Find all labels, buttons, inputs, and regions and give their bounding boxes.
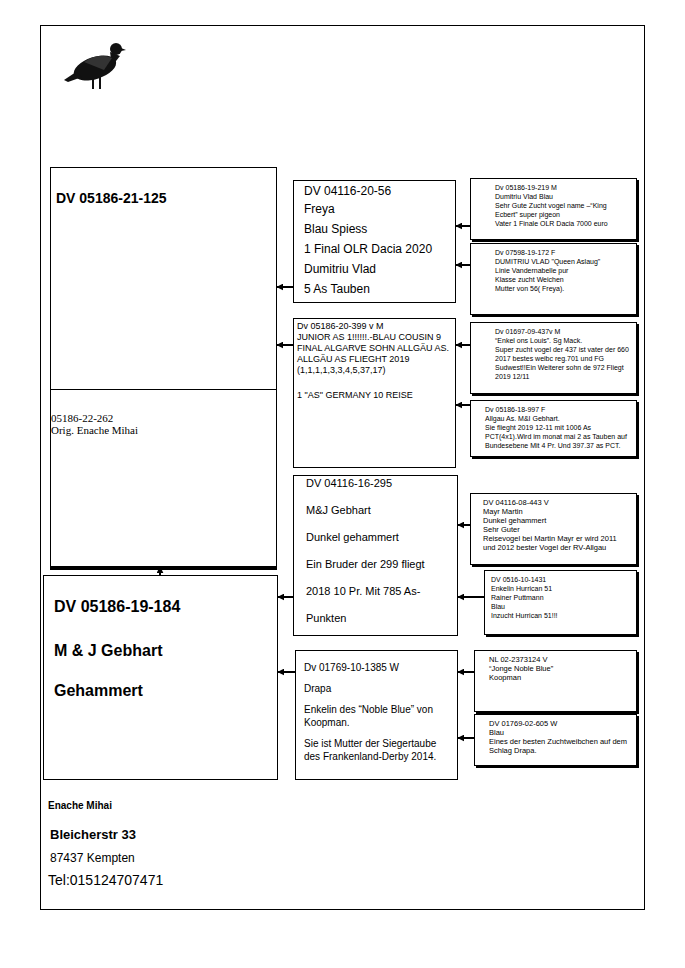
pedigree-text: Drapa (304, 682, 449, 695)
pigeon-icon (64, 43, 126, 89)
address-text: Enache Mihai (48, 800, 112, 811)
ancestor-box: NL 02-2373124 V“Jonge Noble Blue”Koopman (474, 650, 637, 712)
pedigree-text: Sehr Guter (483, 525, 630, 534)
ring-number: Dv 01769-10-1385 W (304, 661, 449, 674)
pedigree-text: M & J Gebhart (54, 642, 267, 660)
pedigree-text: 1 "AS" GERMANY 10 REISE (297, 390, 452, 401)
lineage-arrow (456, 404, 470, 406)
pedigree-text: Koopman (489, 673, 630, 682)
pedigree-text: Inzucht Hurrican 51!!! (491, 611, 630, 620)
ring-number: Dv 07598-19-172 F (495, 248, 630, 257)
pedigree-text: Blau (489, 728, 630, 737)
pedigree-text: Allgau As. M&I Gebhart. (485, 414, 630, 423)
ring-number: DV 0516-10-1431 (491, 575, 630, 584)
pedigree-text: Enkelin Hurrican 51 (491, 584, 630, 593)
pedigree-text: M&J Gebhart (306, 503, 445, 518)
ancestor-box: Dv 01697-09-437v M“Enkel ons Louis”. Sg … (470, 322, 637, 394)
lineage-arrow (456, 225, 470, 227)
pedigree-text: Enkelin des “Noble Blue” von Koopman. (304, 703, 449, 729)
lineage-arrow (278, 596, 293, 598)
pedigree-text: Mayr Martin (483, 507, 630, 516)
pedigree-text: Mutter von 56( Freya). (495, 284, 630, 293)
ring-number: DV 04116-16-295 (306, 476, 445, 491)
ring-number: Dv 05186-20-399 v M (297, 321, 452, 332)
pedigree-text: Dumitriu Vlad (304, 259, 445, 279)
pedigree-text: 5 As Tauben (304, 279, 445, 299)
pedigree-text: 1 Final OLR Dacia 2020 (304, 239, 445, 259)
pedigree-text: Vater 1 Finale OLR Dacia 7000 euro (495, 219, 630, 228)
pedigree-text: “Jonge Noble Blue” (489, 664, 630, 673)
address-text: Bleicherstr 33 (50, 827, 136, 842)
pedigree-text: Gehammert (54, 682, 267, 700)
address-text: Tel:015124707471 (48, 872, 163, 888)
ring-number: DV 01769-02-605 W (489, 719, 630, 728)
ancestor-box: DV 01769-02-605 WBlauEines der besten Zu… (474, 714, 637, 766)
lineage-arrow (277, 344, 293, 346)
pedigree-box: DV 04116-16-295M&J GebhartDunkel gehamme… (293, 475, 458, 636)
lineage-arrow (456, 264, 470, 266)
ancestor-box: DV 0516-10-1431Enkelin Hurrican 51Rainer… (484, 570, 637, 635)
ring-number: DV 05186-19-184 (54, 598, 267, 616)
ring-number: Dv 01697-09-437v M (495, 327, 630, 336)
lineage-arrow (458, 737, 474, 739)
pedigree-text: Freya (304, 199, 445, 219)
pedigree-box: DV 05186-21-125 (50, 167, 277, 390)
pedigree-text: Blau (491, 602, 630, 611)
address-text: 87437 Kempten (50, 851, 135, 865)
ring-number: Dv 05186-19-219 M (495, 183, 630, 192)
pedigree-text: JUNIOR AS 1!!!!!!.-BLAU COUSIN 9 FINAL A… (297, 332, 452, 376)
ancestor-box: Dv 05186-19-219 MDumitriu Vlad BlauSehr … (470, 178, 637, 240)
pedigree-text: Eines der besten Zuchtweibchen auf dem S… (489, 737, 630, 755)
lineage-arrow (456, 344, 470, 346)
pedigree-box: DV 04116-20-56FreyaBlau Spiess1 Final OL… (293, 180, 456, 303)
ring-number: NL 02-2373124 V (489, 655, 630, 664)
pedigree-text: Dumitriu Vlad Blau (495, 192, 630, 201)
pedigree-text: Klasse zucht Weichen (495, 275, 630, 284)
pedigree-box: 05186-22-262Orig. Enache Mihai (50, 390, 277, 570)
pedigree-text: Dunkel gehammert (483, 516, 630, 525)
ancestor-box: Dv 07598-19-172 FDUMITRIU VLAD "Queen As… (470, 243, 637, 315)
pedigree-text: Sie flieght 2019 12-11 mit 1006 As PCT(4… (485, 423, 630, 450)
ancestor-box: Dv 05186-18-997 FAllgau As. M&I Gebhart.… (470, 400, 637, 457)
pedigree-text: Ein Bruder der 299 fliegt (306, 557, 445, 572)
pedigree-text: Reisevogel bei Martin Mayr er wird 2011 … (483, 534, 630, 552)
pedigree-text: Blau Spiess (304, 219, 445, 239)
ring-number: DV 04116-08-443 V (483, 498, 630, 507)
ancestor-box: DV 04116-08-443 VMayr MartinDunkel geham… (470, 493, 637, 565)
lineage-arrow (458, 524, 470, 526)
pedigree-box: Dv 05186-20-399 v MJUNIOR AS 1!!!!!!.-BL… (293, 318, 456, 468)
ring-number: DV 05186-21-125 (56, 190, 271, 206)
lineage-arrow (277, 286, 293, 288)
lineage-arrow (278, 671, 295, 673)
ring-number: 05186-22-262 (51, 412, 271, 424)
pedigree-text: Linie Vandernabelle pur (495, 266, 630, 275)
outer-border (41, 26, 645, 910)
lineage-arrow (458, 671, 474, 673)
pedigree-text: Dunkel gehammert (306, 530, 445, 545)
lineage-arrow (458, 596, 484, 598)
pedigree-text: 2018 10 Pr. Mit 785 As- (306, 584, 445, 599)
pedigree-text: Sie ist Mutter der Siegertaube des Frank… (304, 737, 449, 763)
pedigree-text: “Enkel ons Louis”. Sg Mack. (495, 336, 630, 345)
ring-number: Dv 05186-18-997 F (485, 405, 630, 414)
pedigree-text: Rainer Puttmann (491, 593, 630, 602)
pedigree-box: Dv 01769-10-1385 W DrapaEnkelin des “Nobl… (295, 650, 458, 780)
pedigree-text: Punkten (306, 611, 445, 626)
pedigree-text: Sehr Gute Zucht vogel name –“King Ecbert… (495, 201, 630, 219)
pedigree-text: Super zucht vogel der 437 ist vater der … (495, 345, 630, 381)
ring-number: DV 04116-20-56 (304, 184, 445, 199)
pedigree-text: DUMITRIU VLAD "Queen Aslaug" (495, 257, 630, 266)
pedigree-text: Orig. Enache Mihai (51, 424, 271, 436)
pedigree-box: DV 05186-19-184 M & J GebhartGehammert (43, 575, 278, 780)
